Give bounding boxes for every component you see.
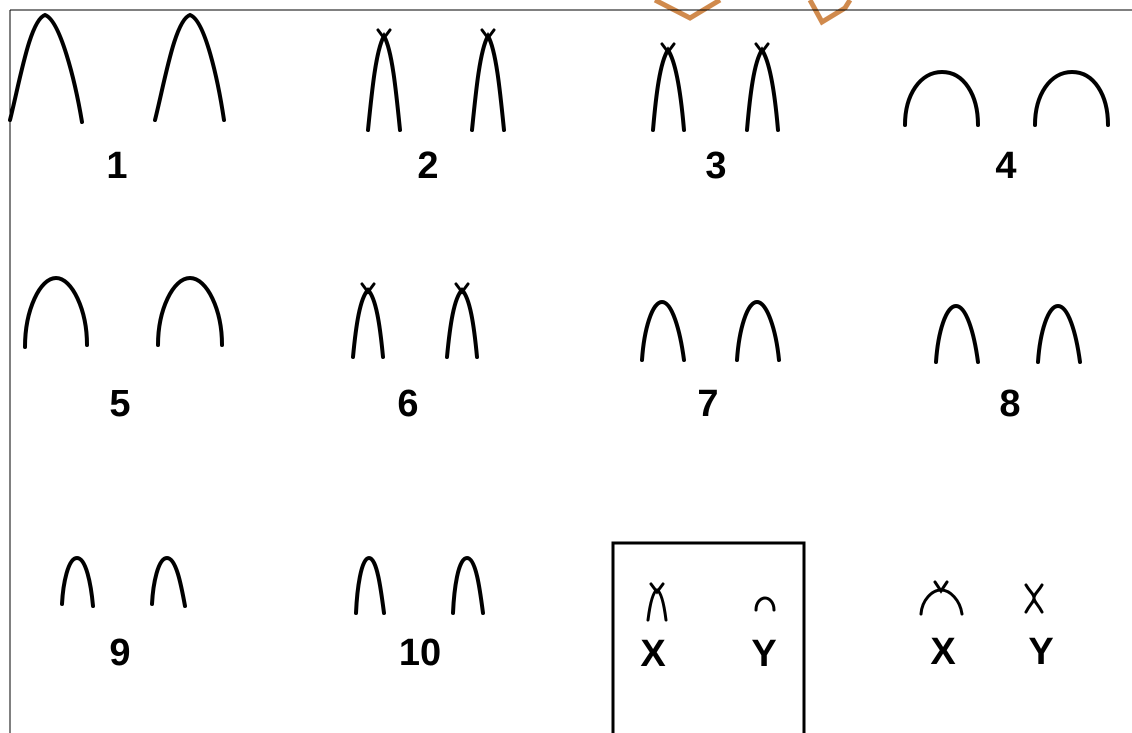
chromosome	[155, 15, 224, 120]
chromosome	[152, 558, 185, 606]
pair-10	[356, 558, 483, 613]
pair-label-10: 10	[399, 632, 441, 674]
pair-label-5: 5	[109, 383, 130, 425]
chromosome	[353, 290, 383, 357]
pair-7	[642, 302, 779, 360]
pair-label-8: 8	[999, 383, 1020, 425]
unboxed-x-chromosome	[921, 582, 962, 614]
unboxed-y-label: Y	[1028, 631, 1053, 673]
chromosome	[453, 558, 483, 613]
pair-9	[62, 558, 185, 606]
pair-label-7: 7	[697, 383, 718, 425]
chromosome	[447, 290, 477, 357]
pair-4	[905, 72, 1108, 125]
boxed-x-label: X	[640, 633, 666, 675]
chromosome	[642, 302, 684, 360]
chromosome	[653, 50, 684, 130]
chromosome	[10, 15, 82, 122]
pair-1	[10, 15, 224, 122]
pair-5	[25, 278, 222, 347]
chromosome	[747, 50, 778, 130]
pair-6	[353, 284, 477, 357]
chromosome	[1038, 306, 1080, 362]
watermark	[655, 0, 850, 22]
chromosome	[368, 36, 400, 130]
pair-label-6: 6	[397, 383, 418, 425]
unboxed-y-chromosome	[1026, 585, 1042, 612]
pair-label-4: 4	[995, 145, 1016, 187]
chromosome	[737, 302, 779, 360]
pair-label-1: 1	[106, 145, 127, 187]
pair-2	[368, 30, 504, 130]
pair-label-9: 9	[109, 632, 130, 674]
chromosome	[472, 36, 504, 130]
chromosome	[158, 278, 222, 345]
chromosome	[25, 278, 87, 347]
pair-3	[653, 44, 778, 130]
chromosome	[356, 558, 384, 613]
unboxed-x-label: X	[930, 631, 956, 673]
pair-label-2: 2	[417, 145, 438, 187]
boxed-y-chromosome	[756, 598, 774, 610]
chromosome	[1035, 72, 1108, 125]
pair-8	[936, 306, 1080, 362]
pair-label-3: 3	[705, 145, 726, 187]
chromosome	[905, 72, 978, 125]
chromosome	[62, 558, 93, 606]
chromosome	[936, 306, 978, 362]
centromere-mark	[651, 584, 663, 592]
boxed-x-chromosome	[648, 584, 666, 620]
boxed-y-label: Y	[751, 633, 776, 675]
